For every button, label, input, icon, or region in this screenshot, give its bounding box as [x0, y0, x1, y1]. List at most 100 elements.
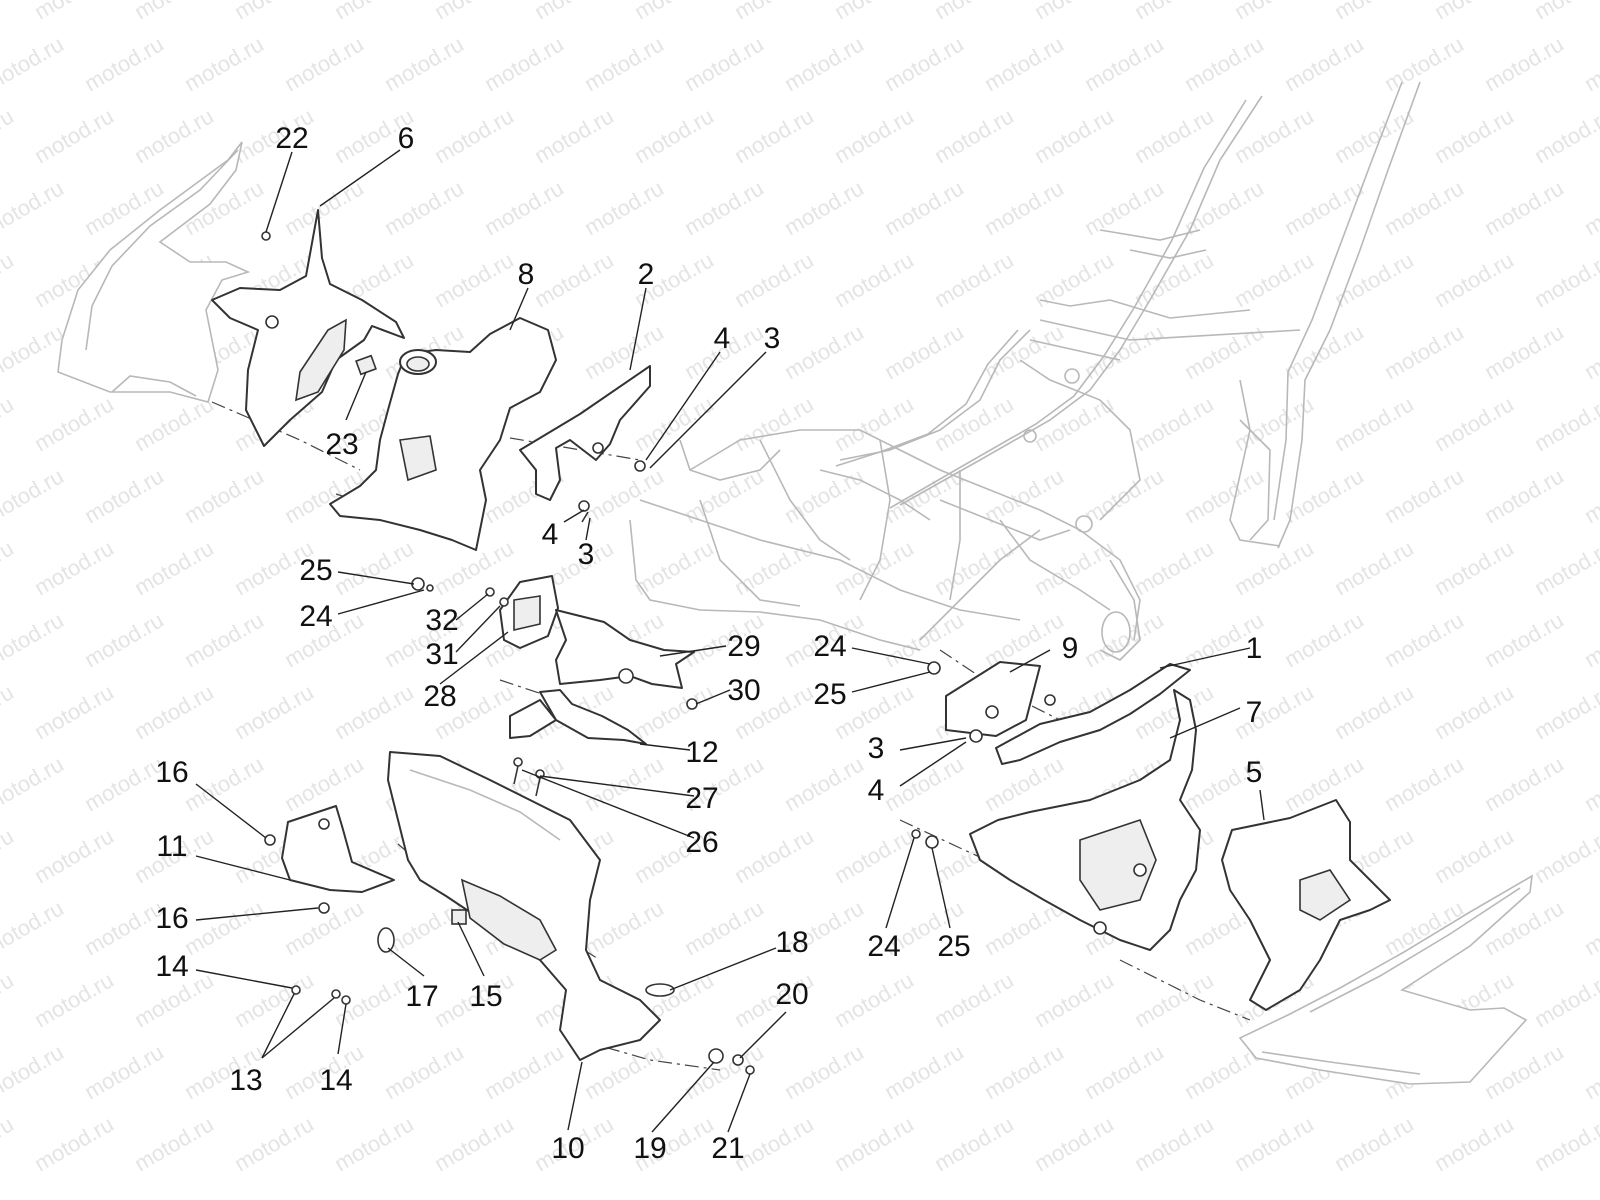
watermark-text: motod.ru: [430, 0, 518, 24]
watermark-text: motod.ru: [830, 0, 918, 24]
ghost-outlines: [57, 81, 1533, 1085]
watermark-text: motod.ru: [0, 679, 18, 744]
callout-20: 20: [775, 978, 808, 1011]
watermark-text: motod.ru: [980, 31, 1068, 96]
watermark-text: motod.ru: [1580, 31, 1600, 96]
callout-23: 23: [325, 428, 358, 461]
watermark-text: motod.ru: [280, 31, 368, 96]
watermark-text: motod.ru: [1480, 31, 1568, 96]
watermark-text: motod.ru: [1130, 967, 1218, 1032]
watermark-text: motod.ru: [1530, 679, 1600, 744]
callout-19: 19: [633, 1132, 666, 1165]
watermark-text: motod.ru: [1480, 463, 1568, 528]
watermark-text: motod.ru: [80, 31, 168, 96]
watermark-text: motod.ru: [1480, 751, 1568, 816]
callout-16-top: 16: [155, 756, 188, 789]
watermark-text: motod.ru: [680, 463, 768, 528]
watermark-text: motod.ru: [1080, 31, 1168, 96]
watermark-text: motod.ru: [180, 31, 268, 96]
watermark-text: motod.ru: [280, 751, 368, 816]
watermark-text: motod.ru: [580, 31, 668, 96]
watermark-text: motod.ru: [1180, 175, 1268, 240]
callout-7: 7: [1246, 696, 1263, 729]
watermark-text: motod.ru: [780, 463, 868, 528]
callout-30: 30: [727, 674, 760, 707]
watermark-text: motod.ru: [1330, 535, 1418, 600]
watermark-text: motod.ru: [1180, 31, 1268, 96]
callout-28: 28: [423, 680, 456, 713]
callout-14-top: 14: [155, 950, 188, 983]
watermark-text: motod.ru: [480, 1039, 568, 1104]
watermark-text: motod.ru: [130, 103, 218, 168]
watermark-text: motod.ru: [1430, 535, 1518, 600]
callout-22: 22: [275, 122, 308, 155]
watermark-text: motod.ru: [1280, 607, 1368, 672]
callout-24-mid: 24: [813, 630, 846, 663]
watermark-text: motod.ru: [0, 1111, 18, 1176]
fasteners: [261, 231, 1056, 1075]
watermark-text: motod.ru: [80, 1039, 168, 1104]
watermark-text: motod.ru: [1330, 1111, 1418, 1176]
watermark-text: motod.ru: [880, 175, 968, 240]
watermark-text: motod.ru: [1030, 967, 1118, 1032]
callout-6: 6: [398, 122, 415, 155]
watermark-text: motod.ru: [430, 103, 518, 168]
watermark-text: motod.ru: [330, 535, 418, 600]
watermark-text: motod.ru: [1530, 391, 1600, 456]
watermark-text: motod.ru: [130, 1111, 218, 1176]
watermark-text: motod.ru: [930, 247, 1018, 312]
watermark-text: motod.ru: [0, 31, 68, 96]
watermark-text: motod.ru: [980, 1039, 1068, 1104]
watermark-text: motod.ru: [530, 0, 618, 24]
watermark-text: motod.ru: [330, 1111, 418, 1176]
watermark-text: motod.ru: [480, 31, 568, 96]
watermark-text: motod.ru: [430, 1111, 518, 1176]
watermark-text: motod.ru: [880, 1039, 968, 1104]
watermark-text: motod.ru: [0, 751, 68, 816]
watermark-text: motod.ru: [1030, 247, 1118, 312]
watermark-text: motod.ru: [1030, 103, 1118, 168]
watermark-text: motod.ru: [1480, 175, 1568, 240]
watermark-text: motod.ru: [0, 463, 68, 528]
watermark-text: motod.ru: [880, 751, 968, 816]
watermark-text: motod.ru: [430, 247, 518, 312]
watermark-text: motod.ru: [1130, 103, 1218, 168]
watermark-text: motod.ru: [480, 175, 568, 240]
watermark-text: motod.ru: [180, 463, 268, 528]
watermark-text: motod.ru: [830, 247, 918, 312]
watermark-text: motod.ru: [980, 607, 1068, 672]
watermark-text: motod.ru: [1430, 247, 1518, 312]
watermark-text: motod.ru: [1330, 679, 1418, 744]
watermark-text: motod.ru: [180, 751, 268, 816]
callout-4-top: 4: [714, 322, 731, 355]
clip-15: [451, 909, 467, 925]
watermark-text: motod.ru: [880, 31, 968, 96]
callout-3-right: 3: [868, 732, 885, 765]
watermark-text: motod.ru: [230, 0, 318, 24]
watermark-text: motod.ru: [1530, 0, 1600, 24]
callout-25-right: 25: [937, 930, 970, 963]
watermark-text: motod.ru: [30, 391, 118, 456]
callout-10: 10: [551, 1132, 584, 1165]
watermark-text: motod.ru: [930, 967, 1018, 1032]
watermark-text: motod.ru: [980, 175, 1068, 240]
watermark-text: motod.ru: [80, 463, 168, 528]
callout-31: 31: [425, 638, 458, 671]
watermark-text: motod.ru: [330, 0, 418, 24]
watermark-text: motod.ru: [380, 175, 468, 240]
watermark-text: motod.ru: [1480, 319, 1568, 384]
bracket-11: [281, 805, 395, 893]
watermark-text: motod.ru: [1530, 535, 1600, 600]
watermark-text: motod.ru: [630, 0, 718, 24]
callout-9: 9: [1062, 632, 1079, 665]
watermark-text: motod.ru: [1430, 679, 1518, 744]
motorcycle-frame: [629, 81, 1421, 661]
watermark-text: motod.ru: [1230, 1111, 1318, 1176]
callout-25-left: 25: [299, 554, 332, 587]
watermark-text: motod.ru: [880, 319, 968, 384]
watermark-text: motod.ru: [1580, 751, 1600, 816]
callout-27: 27: [685, 782, 718, 815]
watermark-text: motod.ru: [330, 679, 418, 744]
watermark-text: motod.ru: [1330, 247, 1418, 312]
